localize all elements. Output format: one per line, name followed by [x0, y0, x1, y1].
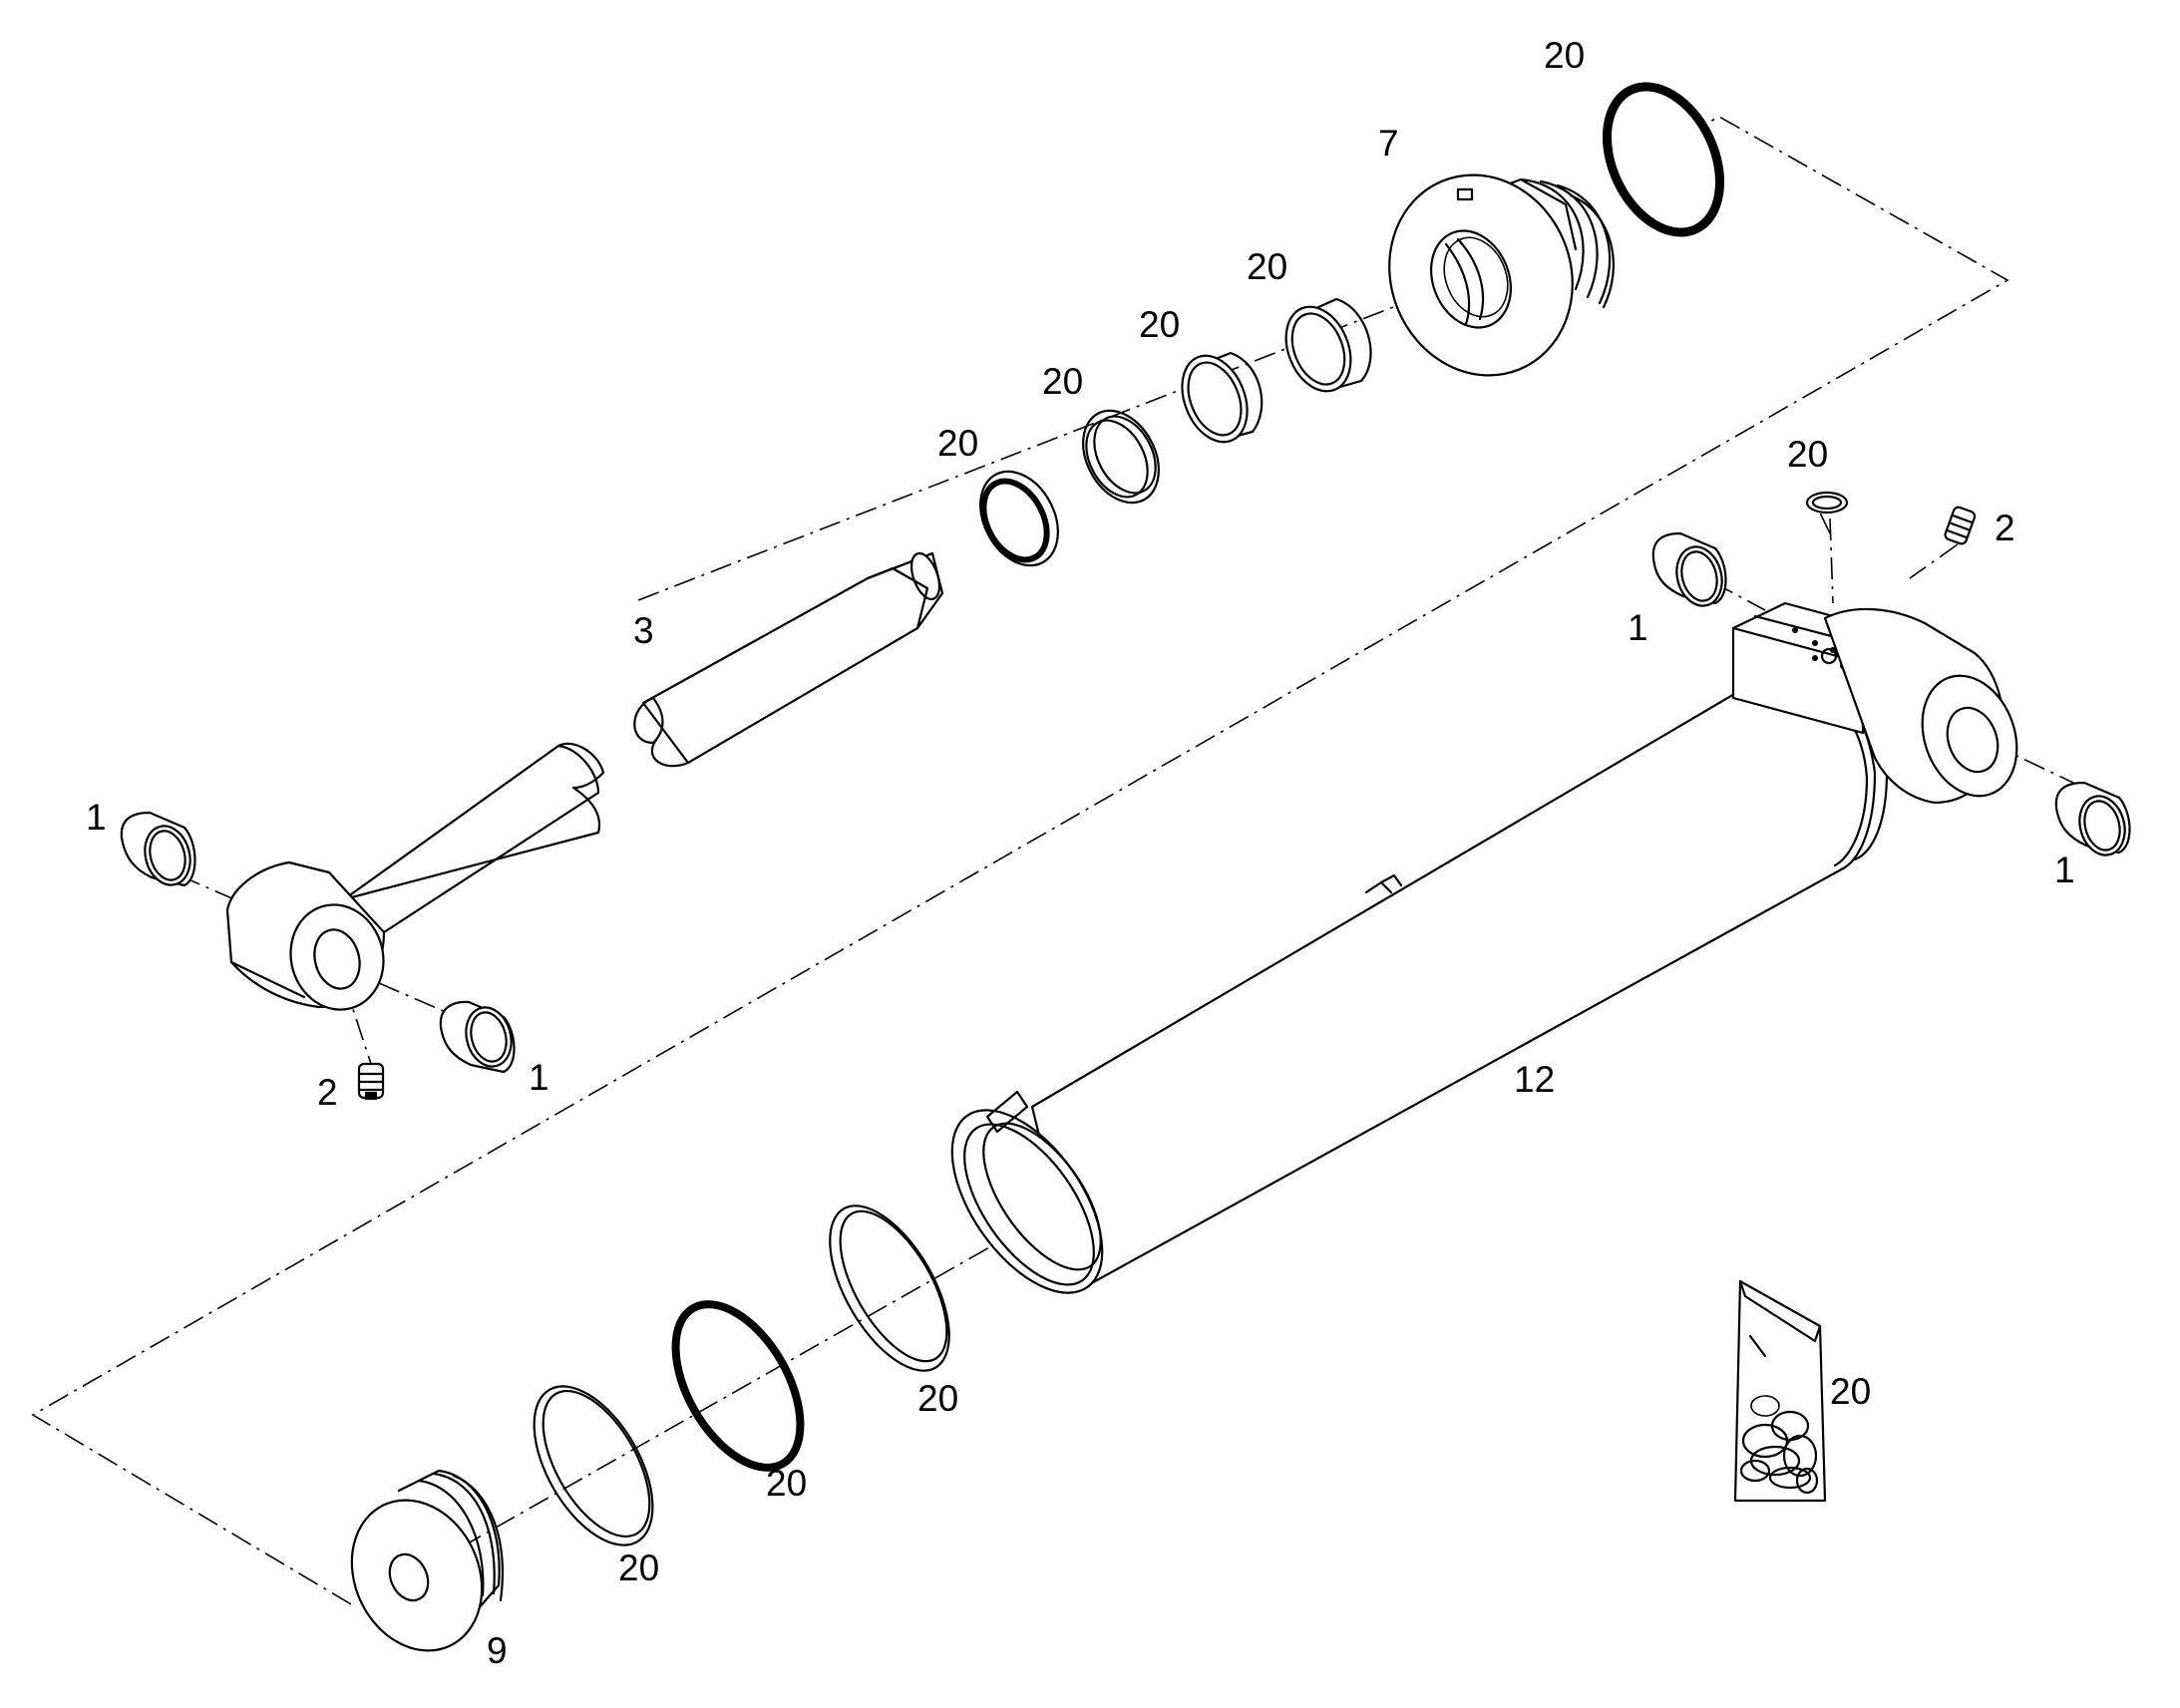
callout-7-gland: 7	[1378, 123, 1399, 164]
bushing-right-b	[2054, 781, 2131, 856]
callout-1-bush-right-b: 1	[2054, 850, 2075, 890]
callout-20-barrel-ring: 20	[917, 1378, 958, 1419]
callout-20-piston-ring-b: 20	[618, 1547, 659, 1588]
callout-9-piston: 9	[487, 1630, 508, 1671]
callout-1-bush-left-b: 1	[529, 1057, 549, 1098]
gland-part	[1388, 173, 1615, 377]
piston-seal-ring-a	[671, 1300, 805, 1472]
callout-1-bush-right-a: 1	[1628, 607, 1648, 648]
callout-20-gland-wiper: 20	[1247, 246, 1287, 287]
barrel-seal-ring	[829, 1204, 950, 1372]
callout-20-gland-seal-d: 20	[937, 423, 978, 464]
rod-eye-part	[225, 742, 605, 1011]
port-o-ring	[1805, 491, 1849, 514]
piston-seal-ring-b	[533, 1385, 654, 1546]
callout-20-gland-o-ring: 20	[1544, 35, 1585, 76]
assembly-bracket-line	[31, 116, 2009, 1605]
piston-part	[350, 1469, 504, 1652]
grease-nipple-icon	[357, 1062, 385, 1100]
callout-20-gland-seal-c: 20	[1042, 361, 1083, 402]
callout-20-seal-kit: 20	[1830, 1371, 1871, 1412]
callout-20-port-o-ring: 20	[1787, 434, 1828, 475]
callout-labels: 20 7 20 20 20 20 20 2 3 1 1 1 1 2 12 20 …	[86, 35, 2075, 1671]
callout-12-barrel: 12	[1514, 1059, 1555, 1100]
seal-kit-bag-icon	[1733, 1279, 1827, 1503]
callout-20-piston-ring-a: 20	[766, 1463, 807, 1504]
callout-1-bush-left-a: 1	[86, 797, 107, 838]
callout-2-grease-left: 2	[317, 1072, 338, 1113]
grease-nipple-icon	[1944, 506, 1977, 545]
bushing-left-b	[439, 1000, 516, 1074]
bushing-left-a	[120, 811, 196, 887]
piston-rod-upper	[633, 551, 944, 768]
gland-seal-rings	[979, 297, 1372, 567]
callout-2-grease-right: 2	[1995, 508, 2015, 548]
callout-20-gland-seal-b: 20	[1139, 304, 1180, 345]
barrel-part	[950, 601, 2018, 1294]
bushing-right-a	[1651, 531, 1727, 607]
callout-3-rod: 3	[633, 610, 654, 651]
gland-o-ring	[1602, 82, 1725, 237]
